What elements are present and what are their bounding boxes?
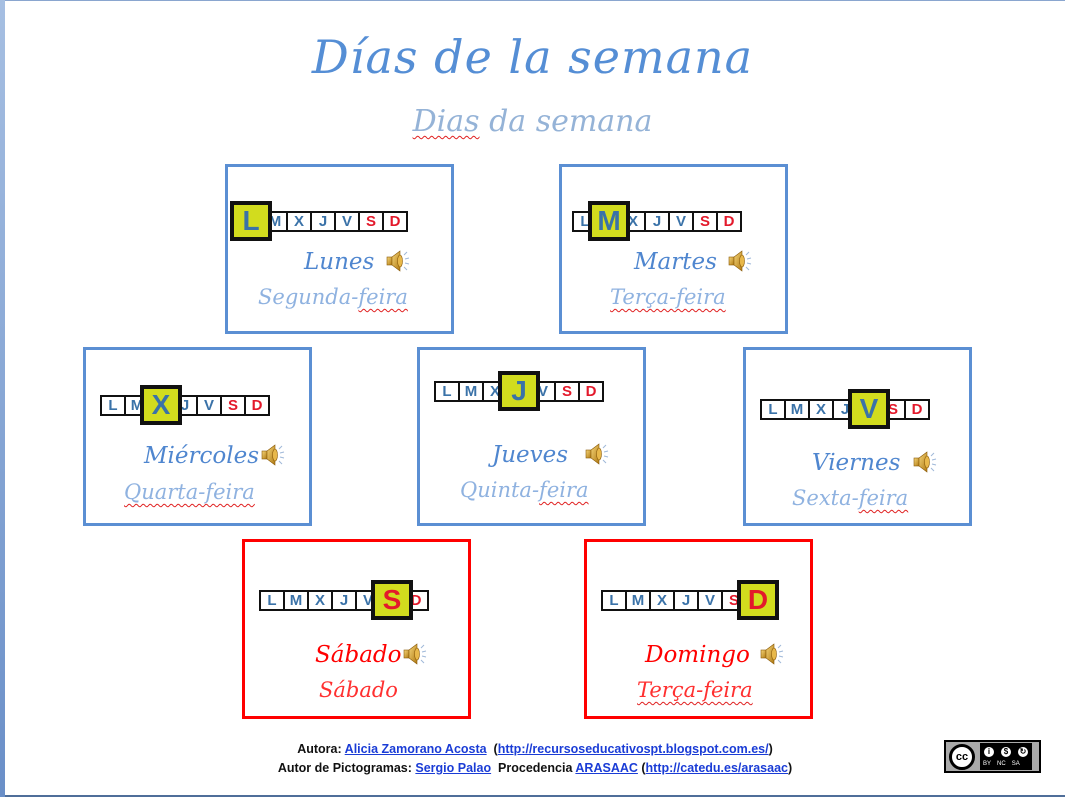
strip-day-d: D <box>382 211 408 232</box>
subtitle-rest: da semana <box>479 104 653 139</box>
slide-left-edge <box>0 0 5 797</box>
strip-day-x: X <box>808 399 834 420</box>
strip-day-l: L <box>760 399 786 420</box>
strip-day-m: M <box>784 399 810 420</box>
strip-day-m: M <box>458 381 484 402</box>
strip-day-s: S <box>692 211 718 232</box>
strip-day-d: D <box>578 381 604 402</box>
day-translation: Sexta-feira <box>792 486 909 510</box>
day-name: Domingo <box>645 642 750 668</box>
speaker-audio-icon[interactable] <box>402 642 428 666</box>
day-name: Sábado <box>315 642 402 668</box>
credits-line-author: Autora: Alicia Zamorano Acosta (http://r… <box>297 742 773 756</box>
strip-day-l: L <box>100 395 126 416</box>
day-translation: Terça-feira <box>637 678 753 702</box>
strip-day-m: M <box>625 590 651 611</box>
author-link[interactable]: Alicia Zamorano Acosta <box>344 742 487 756</box>
strip-day-m: M <box>283 590 309 611</box>
day-name: Lunes <box>304 249 375 275</box>
day-translation: Terça-feira <box>610 285 726 309</box>
cc-by-nc-sa-icon[interactable]: cc i $ ↻ BY NC SA <box>944 740 1041 773</box>
strip-day-j: J <box>644 211 670 232</box>
strip-day-j: J <box>310 211 336 232</box>
day-translation: Quarta-feira <box>124 480 255 504</box>
strip-day-x: X <box>286 211 312 232</box>
speaker-audio-icon[interactable] <box>385 249 411 273</box>
strip-day-d: D <box>904 399 930 420</box>
strip-day-v-active: V <box>848 389 890 429</box>
strip-day-v: V <box>668 211 694 232</box>
day-name: Miércoles <box>144 443 260 469</box>
day-name: Viernes <box>812 450 901 476</box>
noncommercial-icon: $ <box>999 745 1013 759</box>
day-translation: Quinta-feira <box>460 478 589 502</box>
strip-day-l: L <box>259 590 285 611</box>
strip-day-s: S <box>220 395 246 416</box>
day-translation: Sábado <box>319 678 398 702</box>
strip-day-d: D <box>716 211 742 232</box>
arasaac-link[interactable]: ARASAAC <box>575 761 638 775</box>
speaker-audio-icon[interactable] <box>260 443 286 467</box>
strip-day-d: D <box>244 395 270 416</box>
credits-line-pictograms: Autor de Pictogramas: Sergio Palao Proce… <box>277 761 793 775</box>
speaker-audio-icon[interactable] <box>727 249 753 273</box>
speaker-audio-icon[interactable] <box>759 642 785 666</box>
strip-day-m-active: M <box>588 201 630 241</box>
strip-day-l: L <box>601 590 627 611</box>
strip-day-v: V <box>697 590 723 611</box>
strip-day-v: V <box>196 395 222 416</box>
strip-day-j-active: J <box>498 371 540 411</box>
credits: Autora: Alicia Zamorano Acosta (http://r… <box>230 740 840 778</box>
speaker-audio-icon[interactable] <box>912 450 938 474</box>
author-site-link[interactable]: http://recursoseducativospt.blogspot.com… <box>497 742 769 756</box>
strip-day-s: S <box>554 381 580 402</box>
speaker-audio-icon[interactable] <box>584 442 610 466</box>
strip-day-s-active: S <box>371 580 413 620</box>
strip-day-x-active: X <box>140 385 182 425</box>
strip-day-s: S <box>358 211 384 232</box>
subtitle-misspelled-word: Dias <box>412 104 480 139</box>
strip-day-v: V <box>334 211 360 232</box>
day-name: Jueves <box>492 442 569 468</box>
slide-top-edge <box>5 0 1065 1</box>
strip-day-j: J <box>673 590 699 611</box>
day-name: Martes <box>634 249 717 275</box>
page-subtitle: Dias da semana <box>0 104 1065 139</box>
strip-day-l: L <box>434 381 460 402</box>
strip-day-l-active: L <box>230 201 272 241</box>
cc-circle-icon: cc <box>949 743 975 770</box>
strip-day-j: J <box>331 590 357 611</box>
attribution-icon: i <box>982 745 996 759</box>
strip-day-d-active: D <box>737 580 779 620</box>
strip-day-x: X <box>307 590 333 611</box>
strip-day-x: X <box>649 590 675 611</box>
day-translation: Segunda-feira <box>258 285 408 309</box>
page-title: Días de la semana <box>311 30 754 84</box>
picto-author-link[interactable]: Sergio Palao <box>415 761 492 775</box>
slide-bottom-edge <box>5 795 1065 797</box>
arasaac-site-link[interactable]: http://catedu.es/arasaac <box>645 761 788 775</box>
sharealike-icon: ↻ <box>1016 745 1030 759</box>
